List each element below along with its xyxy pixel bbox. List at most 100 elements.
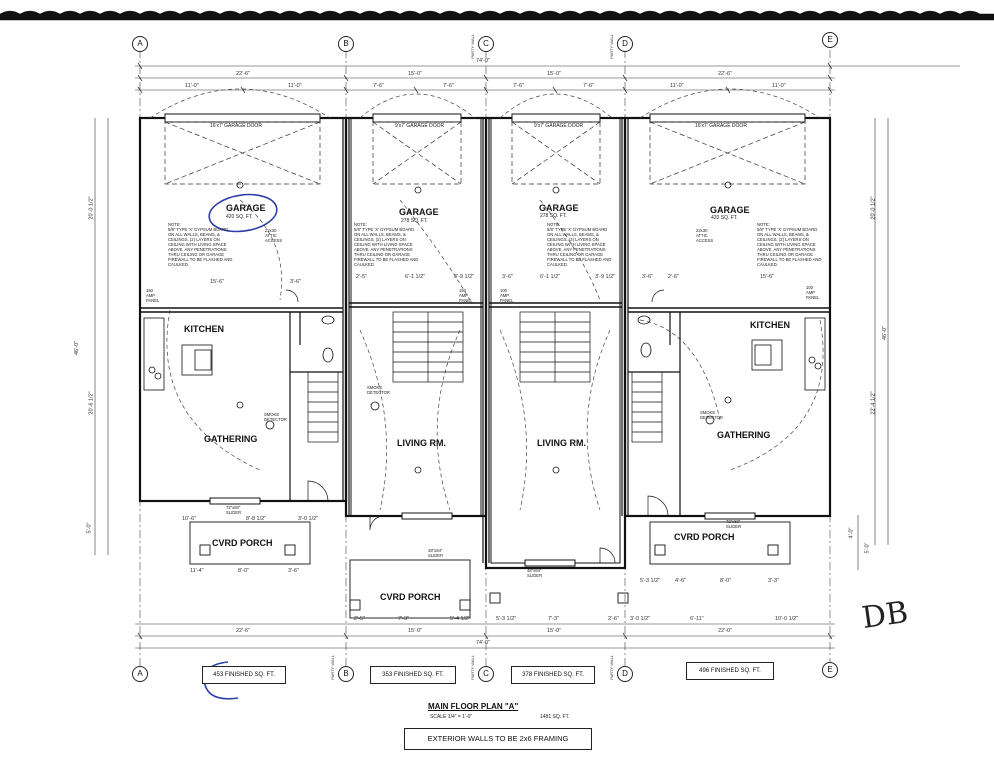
- finished-sqft-box: 378 FINISHED SQ. FT.: [511, 666, 595, 684]
- exterior-walls-note: EXTERIOR WALLS TO BE 2x6 FRAMING: [404, 728, 592, 750]
- electrical-panel-label: 100 AMP PANEL: [806, 285, 820, 300]
- garage-sqft: 278 SQ. FT.: [401, 218, 428, 224]
- plan-total-sqft: 1481 SQ. FT.: [540, 714, 570, 720]
- right-dimension: 5'-0": [864, 542, 871, 554]
- interior-dimension: 4'-6": [675, 578, 686, 584]
- grid-bubble-b-bottom: B: [338, 666, 354, 682]
- interior-dimension: 8'-8 1/2": [246, 516, 267, 522]
- sub-dimension-bottom: 6'-11": [690, 616, 704, 622]
- sub-dimension-bottom: 2'-5": [354, 616, 365, 622]
- door-swings: [285, 289, 669, 564]
- grid-bubble-c-top: C: [478, 36, 494, 52]
- interior-dimension: 3'-6": [288, 568, 299, 574]
- unit-width-dimension-bottom: 22'-6": [236, 628, 251, 634]
- party-wall-tag: PARTY WALL: [609, 34, 614, 59]
- sub-dimension: 11'-0": [288, 83, 302, 89]
- interior-walls: [289, 312, 681, 516]
- garage-label: GARAGE: [226, 203, 266, 213]
- interior-dimension: 3'-6": [642, 274, 653, 280]
- smoke-detector-label: SMOKE DETECTOR: [264, 412, 287, 422]
- sub-dimension-bottom: 7'-3": [548, 616, 559, 622]
- room-label-gathering: GATHERING: [204, 434, 258, 444]
- party-wall-tag: PARTY WALL: [609, 655, 614, 680]
- unit-width-dimension-bottom: 22'-0": [718, 628, 733, 634]
- grid-bubble-d-bottom: D: [617, 666, 633, 682]
- interior-dimension: 3'-6": [290, 279, 301, 285]
- garage-sqft: 420 SQ. FT.: [711, 215, 738, 221]
- garage-label: GARAGE: [399, 207, 439, 217]
- left-dimension: 5'-0": [86, 522, 93, 534]
- grid-bubble-e-bottom: E: [822, 662, 838, 678]
- sub-dimension-bottom: 5'-4 1/2": [450, 616, 471, 622]
- sub-dimension: 11'-0": [185, 83, 199, 89]
- garage-fire-note: NOTE: 5/8" TYPE 'X' GYPSUM BOARD ON ALL …: [547, 222, 612, 267]
- interior-dimension: 8'-0": [238, 568, 249, 574]
- garage-sqft: 278 SQ. FT.: [540, 213, 567, 219]
- unit-width-dimension: 15'-0": [408, 71, 423, 77]
- garage-label: GARAGE: [710, 205, 750, 215]
- unit-width-dimension: 22'-6": [236, 71, 251, 77]
- smoke-detector-label: SMOKE DETECTOR: [700, 410, 723, 420]
- sub-dimension-bottom: 10'-0 1/2": [775, 616, 799, 622]
- plan-title: MAIN FLOOR PLAN "A": [428, 702, 519, 711]
- electrical-panel-label: 100 AMP PANEL: [500, 288, 514, 303]
- electrical-panel-label: 150 AMP PANEL: [146, 288, 160, 303]
- garage-label: GARAGE: [539, 203, 579, 213]
- slider-label: 72"x80" SLIDER: [226, 505, 242, 515]
- finished-sqft-box: 353 FINISHED SQ. FT.: [370, 666, 456, 684]
- overall-dimension-top: 74'-0": [476, 58, 491, 64]
- garage-sqft: 420 SQ. FT.: [226, 214, 253, 220]
- room-label-gathering: GATHERING: [717, 430, 771, 440]
- electrical-arcs: [149, 88, 824, 511]
- interior-dimension: 6'-1 1/2": [405, 274, 426, 280]
- interior-dimension: 3'-9 1/2": [454, 274, 475, 280]
- right-dimension: 4'-0": [848, 527, 855, 539]
- grid-bubble-e-top: E: [822, 32, 838, 48]
- interior-dimension: 15'-6": [760, 274, 775, 280]
- attic-access-label: 22x30 ATTIC ACCESS: [265, 228, 283, 243]
- party-wall-tag: PARTY WALL: [470, 34, 475, 59]
- attic-access-label: 22x30 ATTIC ACCESS: [696, 228, 714, 243]
- garage-door-label: 16'x7' GARAGE DOOR: [210, 123, 262, 129]
- interior-dimension: 3'-3": [768, 578, 779, 584]
- sub-dimension-bottom: 2'-6": [608, 616, 619, 622]
- door-tracks: [164, 121, 806, 185]
- slider-label: 48"x84" SLIDER: [428, 548, 444, 558]
- bath-fixtures: [321, 315, 652, 363]
- hand-circles: [203, 193, 278, 700]
- sub-dimension: 11'-0": [772, 83, 786, 89]
- sub-dimension-bottom: 3'-0 1/2": [630, 616, 651, 622]
- kitchen-fixtures: [143, 317, 826, 391]
- interior-dimension: 2'-5": [356, 274, 367, 280]
- garage-door-label: 9'x7' GARAGE DOOR: [395, 123, 445, 129]
- garage-fire-note: NOTE: 5/8" TYPE 'X' GYPSUM BOARD ON ALL …: [757, 222, 822, 267]
- grid-bubble-a-top: A: [132, 36, 148, 52]
- garage-fire-note: NOTE: 5/8" TYPE 'X' GYPSUM BOARD ON ALL …: [354, 222, 419, 267]
- garage-door-label: 9'x7' GARAGE DOOR: [534, 123, 584, 129]
- grid-bubble-a-bottom: A: [132, 666, 148, 682]
- sub-dimension: 7'-6": [443, 83, 454, 89]
- porch-label: CVRD PORCH: [212, 538, 273, 548]
- grid-bubble-d-top: D: [617, 36, 633, 52]
- left-dimension: 46'-0": [74, 340, 81, 356]
- room-label-kitchen: KITCHEN: [184, 324, 224, 334]
- garage-door-label: 16'x7' GARAGE DOOR: [695, 123, 747, 129]
- unit-width-dimension-bottom: 15'-0": [547, 628, 562, 634]
- slider-doors: [209, 497, 756, 567]
- porch-label: CVRD PORCH: [380, 592, 441, 602]
- interior-dimension: 5'-3 1/2": [640, 578, 661, 584]
- interior-dimension: 3'-6": [502, 274, 513, 280]
- dimension-ticks: [137, 62, 833, 640]
- sub-dimension: 7'-6": [583, 83, 594, 89]
- party-walls: [342, 118, 629, 563]
- slider-label: 48"x84" SLIDER: [527, 568, 543, 578]
- room-label-living: LIVING RM.: [397, 438, 446, 448]
- party-wall-tag: PARTY WALL: [470, 655, 475, 680]
- handwritten-initials: DB: [859, 594, 911, 637]
- electrical-panel-label: 150 AMP PANEL: [459, 288, 473, 303]
- garage-fire-note: NOTE: 5/8" TYPE 'X' GYPSUM BOARD ON ALL …: [168, 222, 233, 267]
- overall-dimension-bottom: 74'-0": [476, 640, 491, 646]
- unit-width-dimension: 22'-6": [718, 71, 733, 77]
- room-label-living: LIVING RM.: [537, 438, 586, 448]
